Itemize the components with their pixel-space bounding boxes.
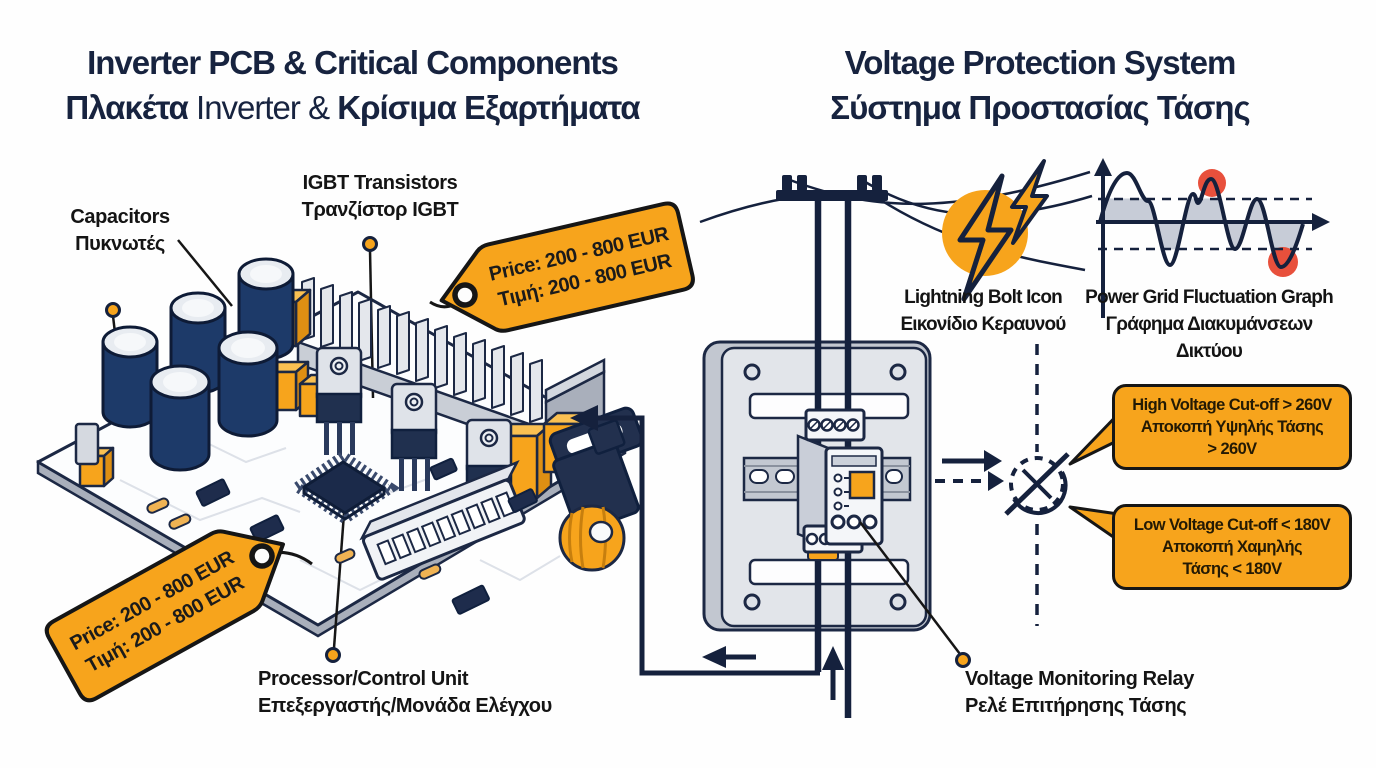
relay-display [848,470,876,500]
capacitors-label: Capacitors Πυκνωτές [70,206,170,255]
price-tag-igbt: Price: 200 - 800 EUR Τιμή: 200 - 800 EUR [425,194,703,350]
leader-line [859,521,964,659]
signal-arrows [935,450,1004,491]
lightning-bolt-icon [942,159,1049,302]
bracket-component [74,422,100,466]
high-voltage-cutoff-callout: High Voltage Cut-off > 260V Αποκοπή Υψηλ… [1112,384,1352,470]
igbt-label: IGBT Transistors Τρανζίστορ IGBT [301,172,459,221]
pcb-illustration [36,239,644,649]
label-dots [105,236,971,668]
voltage-monitoring-relay [796,408,884,561]
right-panel-title: Voltage Protection System Σύστημα Προστα… [800,40,1280,130]
right-title-gr: Σύστημα Προστασίας Τάσης [830,89,1250,126]
left-title-gr: Πλακέτα Inverter & Κρίσιμα Εξαρτήματα [65,89,640,126]
low-voltage-cutoff-callout: Low Voltage Cut-off < 180V Αποκοπή Χαμηλ… [1112,504,1352,590]
switch-symbol [1004,452,1070,516]
utility-pole [776,175,888,201]
relay-label: Voltage Monitoring Relay Ρελέ Επιτήρησης… [965,668,1194,717]
tag-hole [249,543,275,569]
price-tag-board: Price: 200 - 800 EUR Τιμή: 200 - 800 EUR [35,498,313,712]
left-title-en: Inverter PCB & Critical Components [87,44,619,81]
capacitors-group [101,257,295,472]
toroid-inductor [558,504,626,572]
graph-label: Power Grid Fluctuation Graph Γράφημα Δια… [1085,287,1334,362]
tag-hole [452,282,478,308]
flow-arrows [570,405,844,700]
lightning-label: Lightning Bolt Icon Εικονίδιο Κεραυνού [900,287,1066,335]
processor-chip [288,449,400,526]
small-components [146,419,626,615]
tag-shape [44,529,285,703]
igbt-transistors [315,346,513,527]
processor-label: Processor/Control Unit Επεξεργαστής/Μονά… [258,668,552,717]
left-panel-title: Inverter PCB & Critical Components Πλακέ… [30,40,675,130]
tag-shape [439,201,695,333]
right-title-en: Voltage Protection System [844,44,1237,81]
fluctuation-graph [1094,158,1330,318]
pin-connector [359,460,526,581]
